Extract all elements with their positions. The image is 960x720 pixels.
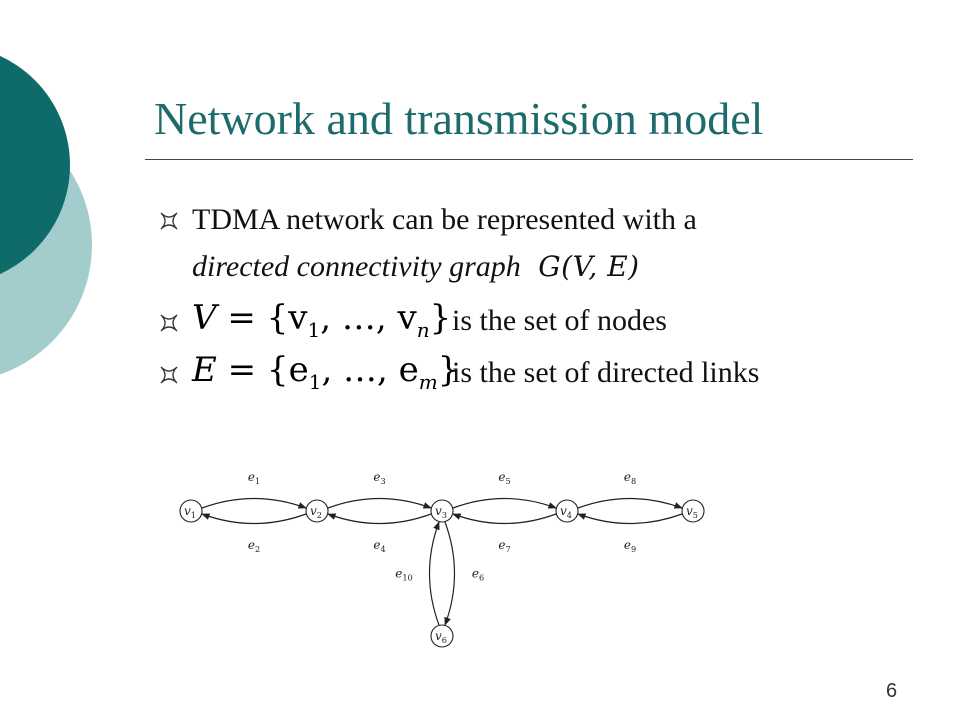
node-v4 xyxy=(555,499,579,523)
math-set-open: = {e xyxy=(227,350,309,390)
edge-e4 xyxy=(327,513,432,525)
diamond-bullet-icon xyxy=(160,366,178,384)
edge-e8 xyxy=(577,497,683,509)
title-divider xyxy=(145,159,913,160)
edge-label-e10: e10 xyxy=(395,567,413,583)
edge-e1 xyxy=(201,497,307,509)
edge-e2 xyxy=(201,513,307,525)
node-set-notation: V = {v1, …, vn} xyxy=(192,298,451,342)
edge-label-e7: e7 xyxy=(498,538,510,554)
node-label-v3: v3 xyxy=(435,504,447,520)
slide-title: Network and transmission model xyxy=(154,93,764,144)
node-v2 xyxy=(305,499,329,523)
edge-e5 xyxy=(452,497,557,509)
node-label-v6: v6 xyxy=(435,629,447,645)
math-sub: n xyxy=(416,317,430,342)
node-label-v2: v2 xyxy=(310,504,322,520)
graph-edges: e1 e2 e3 e4 e5 e7 e8 e9 e6 e10 xyxy=(201,470,683,626)
node-v5 xyxy=(681,499,705,523)
math-set-open: = {v xyxy=(227,298,308,338)
edge-label-e1: e1 xyxy=(248,470,260,486)
math-set-close: } xyxy=(437,350,460,390)
math-mid: , …, e xyxy=(321,350,419,390)
edge-e6 xyxy=(444,521,456,626)
edge-label-e3: e3 xyxy=(373,470,385,486)
diamond-bullet-icon xyxy=(160,212,178,230)
diamond-bullet-icon xyxy=(160,314,178,332)
bullet-2-text: is the set of nodes xyxy=(452,304,667,337)
edge-label-e9: e9 xyxy=(624,538,636,554)
node-label-v5: v5 xyxy=(686,504,698,520)
node-label-v4: v4 xyxy=(560,504,572,520)
dark-circle xyxy=(0,55,70,275)
edge-e9 xyxy=(577,513,683,525)
link-set-notation: E = {e1, …, em} xyxy=(192,350,459,394)
edge-e7 xyxy=(452,513,557,525)
math-var: V xyxy=(192,298,217,338)
edge-label-e6: e6 xyxy=(472,567,484,583)
node-label-v1: v1 xyxy=(184,504,196,520)
bullet-1-line-2: directed connectivity graph G(V, E) xyxy=(192,250,640,284)
node-v6 xyxy=(430,624,454,648)
edge-label-e2: e2 xyxy=(248,538,260,554)
edge-label-e8: e8 xyxy=(624,470,636,486)
math-var: E xyxy=(192,350,217,390)
edge-e10 xyxy=(428,521,440,626)
math-sub: m xyxy=(418,369,438,394)
edge-e3 xyxy=(327,497,432,509)
edge-label-e4: e4 xyxy=(373,538,385,554)
math-set-close: } xyxy=(429,298,452,338)
edge-label-e5: e5 xyxy=(498,470,510,486)
math-sub: 1 xyxy=(308,369,322,394)
bullet-1-line-1: TDMA network can be represented with a xyxy=(192,203,697,236)
node-v3 xyxy=(430,499,454,523)
graph-notation: G(V, E) xyxy=(538,250,640,283)
bullet-3-text: is the set of directed links xyxy=(452,356,760,389)
bullet-1-italic-text: directed connectivity graph xyxy=(192,250,521,283)
page-number: 6 xyxy=(886,680,898,702)
graph-nodes: v1 v2 v3 v4 v5 v6 xyxy=(179,499,705,648)
math-mid: , …, v xyxy=(320,298,417,338)
node-v1 xyxy=(179,499,203,523)
math-sub: 1 xyxy=(307,317,321,342)
